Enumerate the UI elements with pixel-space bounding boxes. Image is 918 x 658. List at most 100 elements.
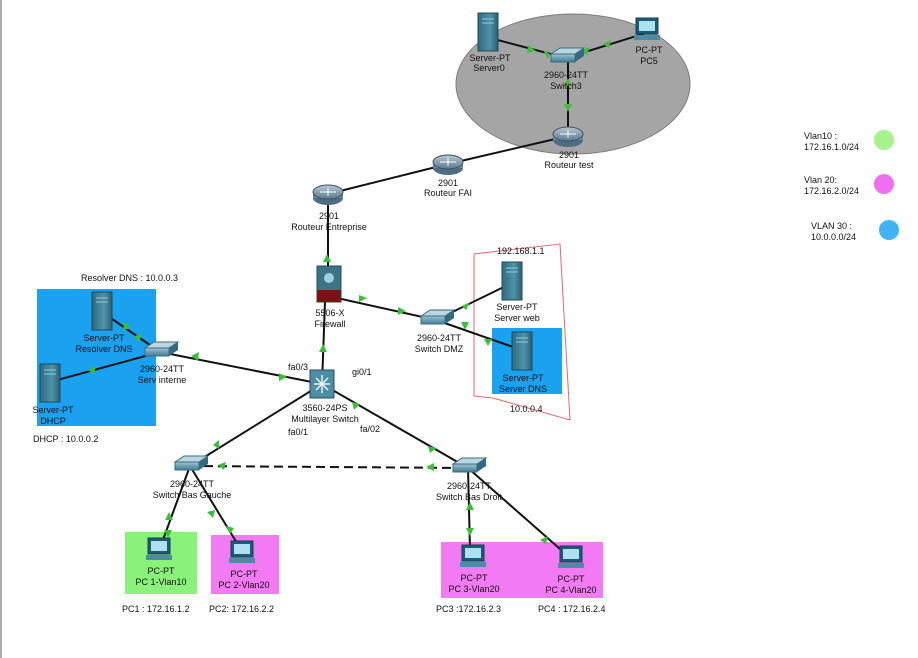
- link-multilayer-sbg: [189, 383, 323, 467]
- legend-dot-vlan30: [879, 220, 899, 240]
- link-multilayer-sbd: [321, 383, 469, 469]
- link-fai-entreprise: [327, 163, 449, 195]
- server0-type: Server-PT: [469, 53, 511, 63]
- dmz-web-ip: 192.168.1.1: [497, 246, 545, 256]
- resolver-dns-server[interactable]: [91, 291, 113, 331]
- routeur-fai-name: Routeur FAI: [423, 188, 473, 198]
- dhcp-server[interactable]: [39, 363, 61, 403]
- link-status-up: [164, 530, 172, 538]
- gray-zone: [455, 13, 691, 155]
- legend-dot-vlan20: [874, 174, 894, 194]
- switch-dmz[interactable]: [419, 309, 456, 325]
- dhcp-name: DHCP: [40, 416, 66, 426]
- routeur-fai-model: 2901: [437, 178, 459, 188]
- pc3-type: PC-PT: [460, 573, 488, 583]
- pc2-name: PC 2-Vlan20: [218, 580, 270, 590]
- legend-vlan30-range: 10.0.0.0/24: [811, 232, 857, 242]
- pc4-type: PC-PT: [557, 574, 585, 584]
- sbd-model: 2960-24TT: [446, 481, 492, 491]
- link-status-up: [88, 366, 96, 374]
- link-status-up: [218, 462, 226, 470]
- multilayer-switch[interactable]: [309, 369, 335, 399]
- link-status-up: [581, 47, 590, 55]
- link-status-up: [603, 40, 611, 48]
- switch-bas-droit[interactable]: [451, 457, 488, 473]
- link-status-up: [466, 502, 474, 510]
- server-dns-type: Server-PT: [502, 373, 544, 383]
- pc3-name: PC 3-Vlan20: [448, 584, 500, 594]
- multilayer-name: Multilayer Switch: [291, 414, 359, 424]
- legend-vlan10-title: Vlan10 :: [804, 131, 838, 141]
- link-status-up: [564, 78, 572, 86]
- switch-serv-interne[interactable]: [143, 341, 180, 357]
- routers: [312, 126, 584, 205]
- server-dns[interactable]: [511, 331, 533, 371]
- port-fa03: fa0/3: [288, 362, 309, 372]
- link-sbg-pc1: [159, 465, 191, 549]
- routeur-entreprise[interactable]: [312, 184, 344, 205]
- link-status-up: [461, 322, 469, 330]
- port-fa01: fa0/1: [288, 427, 309, 437]
- pc3-ip: PC3 :172.16.2.3: [436, 604, 502, 614]
- server-dns-name: Server DNS: [498, 384, 548, 394]
- firewall-model: 5506-X: [315, 308, 345, 318]
- routeur-fai[interactable]: [432, 154, 464, 175]
- link-status-up: [527, 45, 536, 53]
- server-web[interactable]: [501, 261, 523, 301]
- routeur-test-model: 2901: [558, 150, 580, 160]
- pc1[interactable]: [146, 537, 172, 560]
- pc3[interactable]: [460, 544, 486, 567]
- sbg-model: 2960-24TT: [169, 479, 215, 489]
- link-status-markers: [88, 40, 611, 544]
- pc5-type: PC-PT: [635, 45, 663, 55]
- server-web-type: Server-PT: [496, 302, 538, 312]
- link-status-up: [543, 50, 550, 59]
- link-status-up: [323, 254, 331, 262]
- link-status-up: [279, 373, 287, 381]
- pc5[interactable]: [634, 17, 660, 40]
- legend-dot-vlan10: [874, 130, 894, 150]
- switch-dmz-model: 2960-24TT: [416, 333, 462, 343]
- pc2-ip: PC2: 172.16.2.2: [209, 604, 275, 614]
- switch3[interactable]: [549, 47, 586, 63]
- pc4-name: PC 4-Vlan20: [545, 585, 597, 595]
- pc4-ip: PC4 : 172.16.2.4: [538, 604, 606, 614]
- firewall-name: Firewall: [314, 319, 346, 329]
- pc2[interactable]: [229, 540, 255, 563]
- servers: [39, 12, 533, 403]
- link-status-up: [191, 352, 199, 361]
- pc1-ip: PC1 : 172.16.1.2: [122, 604, 190, 614]
- switch3-name: Switch3: [550, 81, 582, 91]
- routeur-test-name: Routeur test: [544, 160, 594, 170]
- pc1-type: PC-PT: [147, 566, 175, 576]
- link-status-up: [462, 302, 470, 310]
- legend-vlan10-range: 172.16.1.0/24: [804, 142, 860, 152]
- pc5-name: PC5: [640, 56, 658, 66]
- resolver-name: Resolver DNS: [75, 344, 133, 354]
- link-status-up: [352, 402, 360, 410]
- link-sbg-sbd: [189, 465, 469, 469]
- link-status-up: [319, 344, 327, 352]
- link-status-up: [226, 526, 234, 534]
- link-status-up: [207, 510, 215, 518]
- link-status-up: [540, 536, 548, 544]
- switch3-model: 2960-24TT: [543, 70, 589, 80]
- pc4[interactable]: [558, 545, 584, 568]
- pc2-type: PC-PT: [230, 569, 258, 579]
- dmz-border: [473, 243, 571, 421]
- serv-interne-name: Serv interne: [137, 375, 187, 385]
- link-firewall-switchdmz: [327, 295, 437, 321]
- link-status-up: [213, 440, 219, 449]
- switch-bas-gauche[interactable]: [173, 455, 210, 471]
- legend-vlan20-title: Vlan 20:: [804, 175, 838, 185]
- server0[interactable]: [477, 12, 499, 52]
- port-fa02: fa/02: [360, 424, 381, 434]
- link-routeurtest-fai: [447, 135, 569, 165]
- firewall-device[interactable]: [316, 265, 342, 303]
- routeur-entreprise-model: 2901: [318, 211, 340, 221]
- routeur-test[interactable]: [552, 126, 584, 147]
- link-servinterne-dhcp: [49, 351, 161, 383]
- link-status-up: [466, 528, 474, 536]
- dhcp-type: Server-PT: [32, 405, 74, 415]
- dmz-dns-ip: 10.0.0.4: [510, 404, 543, 414]
